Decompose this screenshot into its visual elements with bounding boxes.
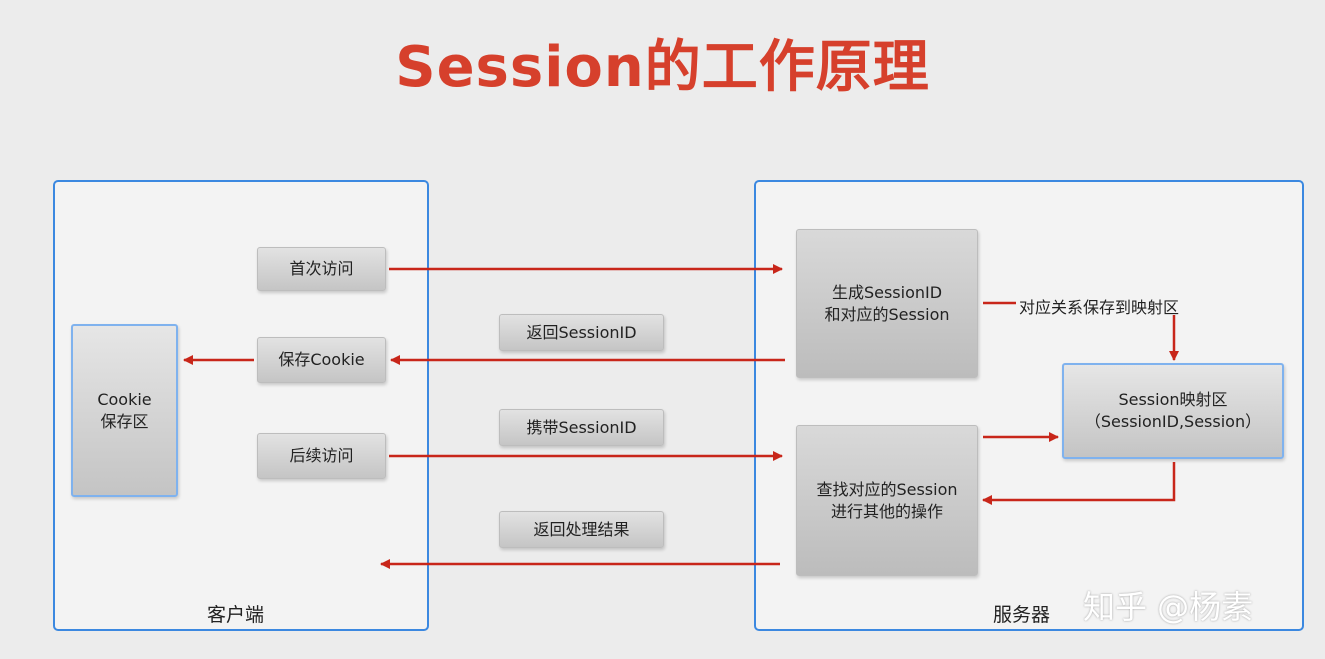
lookup-session-box: 查找对应的Session 进行其他的操作 bbox=[796, 425, 978, 576]
return-result-label: 返回处理结果 bbox=[499, 511, 664, 548]
arrow-map-to-lookup bbox=[982, 462, 1176, 505]
session-map-line-2: （SessionID,Session） bbox=[1084, 412, 1262, 431]
first-visit-box: 首次访问 bbox=[257, 247, 386, 291]
generate-line-1: 生成SessionID bbox=[831, 282, 943, 302]
cookie-store-line-1: Cookie bbox=[97, 389, 152, 409]
server-label: 服务器 bbox=[993, 604, 1051, 626]
cookie-store-box: Cookie 保存区 bbox=[71, 324, 178, 497]
diagram-title: Session的工作原理 bbox=[395, 35, 930, 100]
lookup-line-1: 查找对应的Session bbox=[816, 479, 958, 499]
carry-sessionid-label: 携带SessionID bbox=[499, 409, 664, 446]
session-map-line-1: Session映射区 bbox=[1118, 390, 1228, 410]
save-cookie-box: 保存Cookie bbox=[257, 337, 386, 383]
lookup-line-2: 进行其他的操作 bbox=[830, 501, 943, 521]
return-sessionid-label: 返回SessionID bbox=[499, 314, 664, 351]
generate-line-2: 和对应的Session bbox=[824, 304, 950, 324]
session-map-box: Session映射区 （SessionID,Session） bbox=[1062, 363, 1284, 459]
client-label: 客户端 bbox=[207, 604, 265, 626]
later-visit-box: 后续访问 bbox=[257, 433, 386, 479]
generate-session-box: 生成SessionID 和对应的Session bbox=[796, 229, 978, 378]
cookie-store-line-2: 保存区 bbox=[100, 411, 149, 431]
save-relation-label: 对应关系保存到映射区 bbox=[1019, 298, 1180, 317]
watermark-text: 知乎 @杨素 bbox=[1083, 588, 1254, 626]
